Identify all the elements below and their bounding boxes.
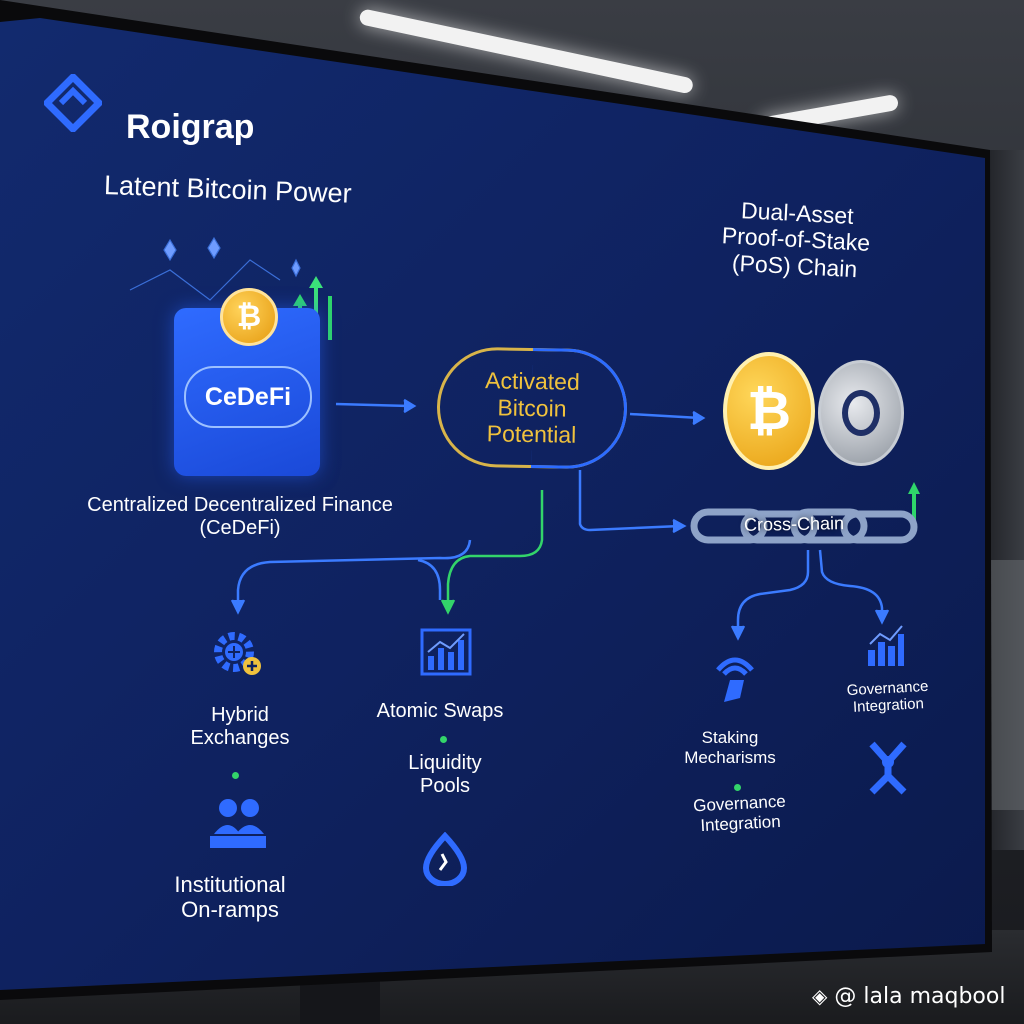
pos-chain-title: Dual-Asset Proof-of-Stake (PoS) Chain	[714, 196, 878, 284]
cedefi-label: CeDeFi	[184, 366, 312, 428]
governance-integration-label-2: Governance Integration	[679, 791, 801, 836]
brand-name: Roigrap	[126, 108, 255, 146]
watermark-text: @ lala maqbool	[834, 984, 1006, 1009]
institutional-line2: On-ramps	[181, 897, 279, 923]
governance-network-icon	[869, 741, 907, 795]
cedefi-desc-line1: Centralized Decentralized Finance	[87, 494, 393, 516]
liquidity-pools-label: Liquidity Pools	[380, 752, 510, 798]
chain-links-icon	[690, 508, 918, 544]
activated-line3: Potential	[486, 420, 577, 448]
window	[990, 560, 1024, 810]
liquidity-line1: Liquidity	[408, 752, 482, 774]
atomic-swaps-label: Atomic Swaps	[376, 700, 504, 722]
institutional-line1: Institutional	[174, 872, 286, 897]
governance-chart-icon	[868, 625, 904, 666]
institutional-onramps-label: Institutional On-ramps	[150, 872, 310, 923]
hybrid-line1: Hybrid	[211, 704, 269, 726]
staking-line2: Mecharisms	[684, 747, 776, 767]
liquidity-line2: Pools	[419, 775, 471, 797]
governance-integration-label-1: Governance Integration	[837, 677, 939, 717]
cedefi-desc-line2: (CeDeFi)	[199, 517, 281, 539]
pos-token-coin-icon	[818, 360, 904, 466]
hybrid-line2: Exchanges	[190, 727, 290, 749]
brand-logo-icon	[44, 74, 102, 132]
watermark: ◈ @ lala maqbool	[812, 984, 1005, 1009]
staking-mechanisms-label: Staking Mecharisms	[670, 728, 790, 767]
separator-dot	[734, 784, 741, 791]
liquidity-drop-icon	[422, 832, 468, 886]
hybrid-exchanges-label: Hybrid Exchanges	[160, 704, 320, 750]
activated-line1: Activated	[484, 367, 580, 396]
watermark-icon: ◈	[812, 984, 828, 1008]
staking-shield-icon	[716, 657, 754, 702]
activated-bitcoin-node: Activated Bitcoin Potential	[435, 346, 629, 470]
separator-dot	[232, 772, 239, 779]
cross-chain-label: Cross-Chain	[743, 513, 845, 535]
staking-line1: Staking	[701, 728, 759, 747]
activated-line2: Bitcoin	[497, 394, 567, 422]
bitcoin-coin-large-icon: ₿	[723, 352, 815, 470]
separator-dot	[440, 736, 447, 743]
bitcoin-coin-icon: ₿	[220, 288, 278, 346]
institutional-users-icon	[210, 799, 266, 848]
hybrid-exchange-gear-icon	[214, 632, 261, 675]
atomic-swaps-chart-icon	[420, 628, 472, 676]
connector-lines	[230, 398, 890, 641]
green-connector	[440, 490, 544, 615]
cedefi-description: Centralized Decentralized Finance (CeDeF…	[70, 494, 410, 540]
network-sparkles	[129, 236, 301, 301]
